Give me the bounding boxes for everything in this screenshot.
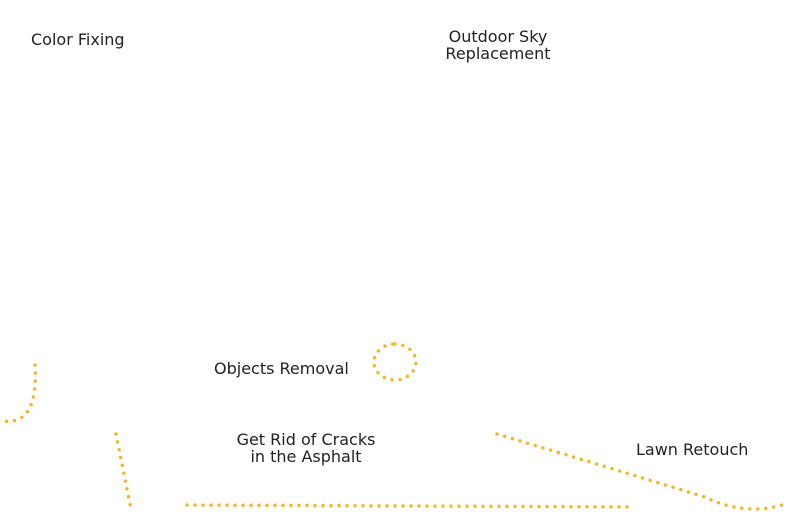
label-cracks-asphalt: Get Rid of Cracks in the Asphalt	[226, 431, 386, 465]
label-cracks-line2: in the Asphalt	[250, 447, 362, 466]
label-outdoor-sky-replacement: Outdoor Sky Replacement	[441, 28, 555, 62]
dotted-curve-left-edge	[0, 363, 38, 424]
dotted-line-left-diagonal	[114, 432, 133, 511]
dotted-line-right-lawn	[495, 432, 784, 511]
label-cracks-line1: Get Rid of Cracks	[236, 430, 376, 449]
label-lawn-retouch: Lawn Retouch	[636, 441, 748, 458]
dotted-line-bottom-horizontal	[185, 503, 635, 509]
dotted-circle-objects	[372, 342, 418, 382]
label-sky-line1: Outdoor Sky	[448, 27, 548, 46]
label-objects-removal: Objects Removal	[214, 360, 349, 377]
label-color-fixing-text: Color Fixing	[31, 30, 125, 49]
label-color-fixing: Color Fixing	[31, 31, 125, 48]
label-lawn-retouch-text: Lawn Retouch	[636, 440, 749, 459]
label-objects-removal-text: Objects Removal	[214, 359, 349, 378]
label-sky-line2: Replacement	[445, 44, 551, 63]
